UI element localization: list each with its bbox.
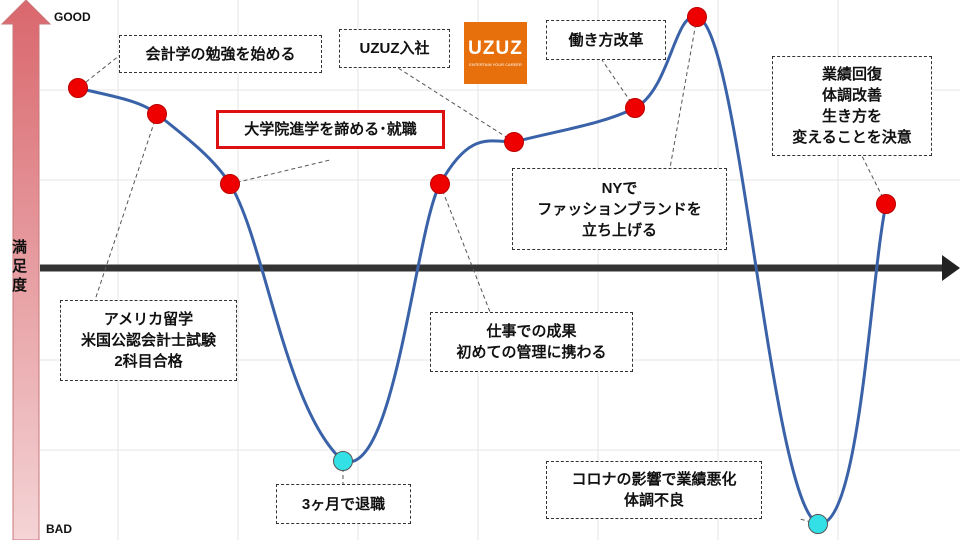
bad-label: BAD bbox=[46, 522, 72, 536]
uzuz-logo: UZUZ ENTERTAIN YOUR CAREER bbox=[464, 22, 527, 84]
event-join-uzuz: UZUZ入社 bbox=[339, 29, 450, 68]
logo-tagline: ENTERTAIN YOUR CAREER bbox=[469, 62, 522, 67]
event-achievement: 仕事での成果 初めての管理に携わる bbox=[430, 312, 633, 372]
logo-text: UZUZ bbox=[468, 38, 523, 59]
event-ny-brand: NYで ファッションブランドを 立ち上げる bbox=[512, 168, 727, 250]
event-quit: 3ヶ月で退職 bbox=[276, 484, 411, 524]
event-work-reform: 働き方改革 bbox=[546, 20, 666, 60]
good-label: GOOD bbox=[54, 10, 91, 24]
satisfaction-arrow bbox=[0, 0, 52, 540]
bad-points bbox=[333, 451, 828, 534]
good-points bbox=[68, 7, 896, 214]
event-recovery: 業績回復 体調改善 生き方を 変えることを決意 bbox=[772, 56, 932, 156]
time-axis-arrowhead bbox=[942, 255, 960, 281]
satisfaction-label: 満足度 bbox=[12, 239, 28, 294]
event-study-abroad: アメリカ留学 米国公認会計士試験 2科目合格 bbox=[60, 300, 237, 381]
event-corona: コロナの影響で業績悪化 体調不良 bbox=[546, 461, 762, 519]
event-accounting: 会計学の勉強を始める bbox=[119, 35, 322, 73]
event-give-up-grad: 大学院進学を諦める･就職 bbox=[216, 110, 445, 149]
